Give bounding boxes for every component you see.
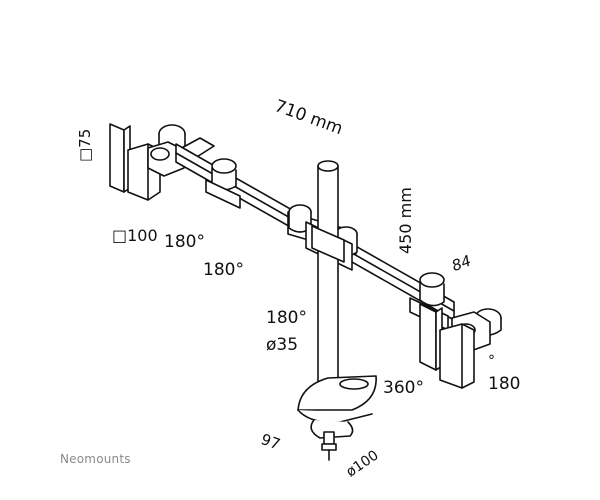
rotation-label: 360° <box>383 378 424 398</box>
desk-clamp <box>297 375 377 461</box>
vesa-small-label: □75 <box>76 128 94 162</box>
tilt-left-label-1: 180° <box>164 232 205 252</box>
degree-mark-label: ° <box>488 353 495 369</box>
pole-diameter-label: ø35 <box>266 335 299 355</box>
left-bar-clamp <box>205 158 241 209</box>
pole-height-label: 450 mm <box>396 187 415 254</box>
right-vesa-plate <box>419 303 475 389</box>
tilt-right-label: 180 <box>488 374 521 394</box>
tilt-left-label-2: 180° <box>203 260 244 280</box>
brand-logo-text: Neomounts <box>60 452 131 466</box>
swivel-center-label: 180° <box>266 308 307 328</box>
vesa-large-label: □100 <box>112 226 158 245</box>
vertical-pole <box>311 160 345 407</box>
